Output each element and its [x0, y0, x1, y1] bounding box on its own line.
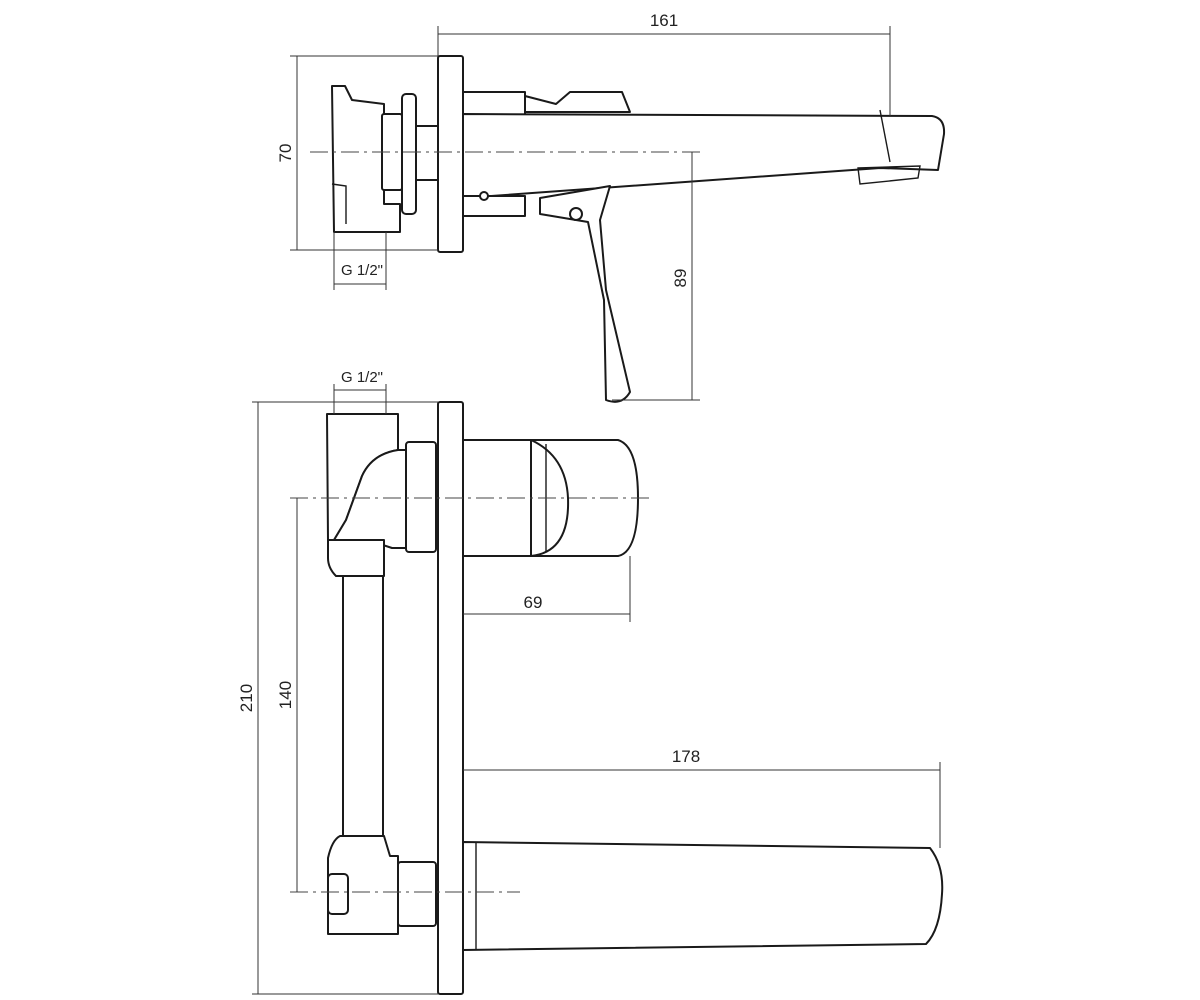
side-upper-outlet	[327, 539, 385, 577]
side-upper-nut	[405, 441, 437, 553]
dim-label-140: 140	[276, 681, 295, 709]
side-lower-cap	[327, 873, 349, 915]
dim-label-89: 89	[671, 269, 690, 288]
dim-label-70: 70	[276, 144, 295, 163]
dim-label-161: 161	[650, 11, 678, 30]
top-lower-housing	[462, 195, 526, 217]
top-lever	[539, 185, 631, 403]
dim-label-top-thread: G 1/2"	[341, 262, 383, 279]
dimension-labels: 161 70 G 1/2" 89 G 1/2" 69 210 140 178	[237, 11, 700, 766]
top-lever-cap	[524, 91, 631, 113]
dim-label-210: 210	[237, 684, 256, 712]
dim-label-69: 69	[524, 593, 543, 612]
dim-label-body-thread: G 1/2"	[341, 369, 383, 386]
side-riser-pipe	[342, 575, 384, 837]
top-lever-pivot	[569, 207, 583, 221]
top-connector-groove	[331, 183, 347, 224]
top-spout-tip-line	[879, 109, 891, 163]
side-wall-plate	[437, 401, 464, 995]
top-small-screw	[479, 191, 489, 201]
top-connector-sleeve	[415, 125, 439, 181]
side-lower-nut	[397, 861, 437, 927]
dim-label-178: 178	[672, 747, 700, 766]
top-spout-aerator	[857, 165, 921, 185]
side-spout	[462, 841, 944, 951]
dimension-lines	[252, 26, 941, 995]
side-view	[290, 401, 944, 995]
top-cartridge-housing	[462, 91, 526, 117]
top-view	[310, 55, 946, 403]
top-connector-nut	[401, 93, 417, 215]
top-wall-plate	[437, 55, 464, 253]
top-spout	[462, 113, 946, 199]
